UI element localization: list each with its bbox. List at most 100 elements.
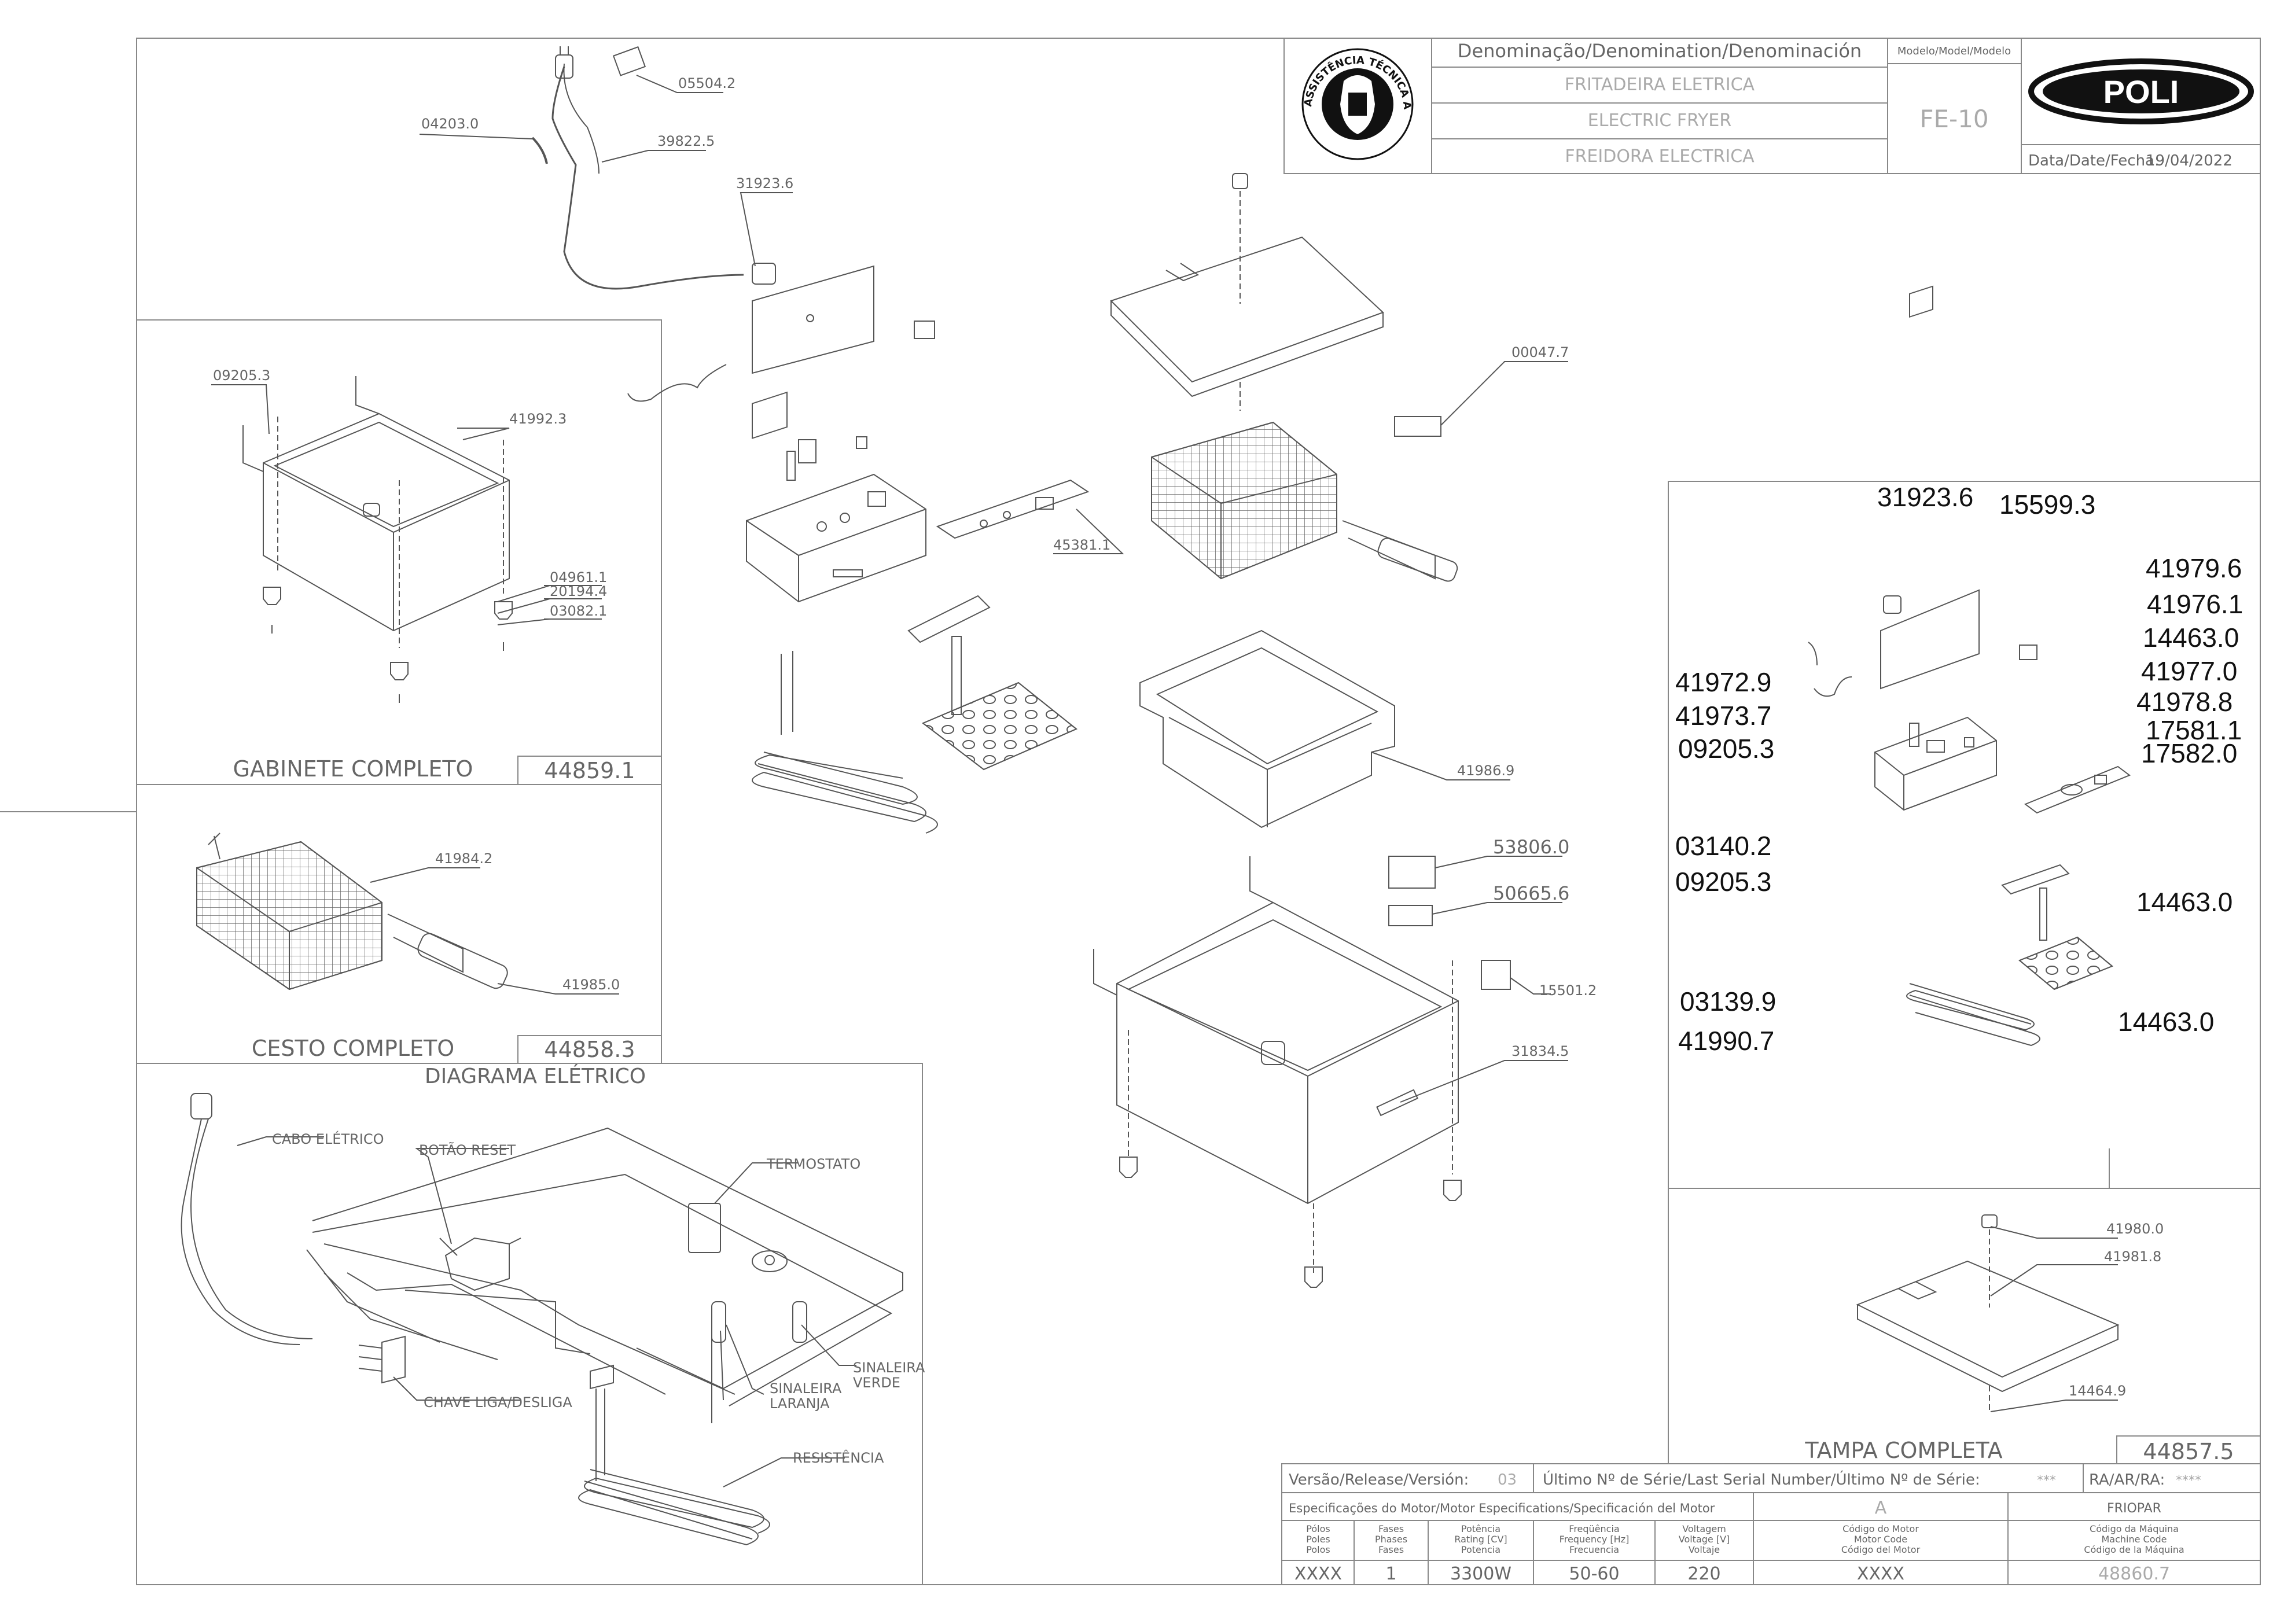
part-50665-6: 50665.6 [1493,882,1569,904]
component-31923-6: 31923.6 [1877,482,1973,512]
part-41981-8: 41981.8 [2104,1249,2161,1265]
component-41976-1: 41976.1 [2147,589,2243,619]
spec-value: XXXX [1857,1564,1904,1584]
date-label: Data/Date/Fecha: [2028,152,2160,170]
part-41992-3: 41992.3 [509,411,567,427]
component-41979-6: 41979.6 [2146,553,2242,583]
label-green-2: VERDE [853,1375,900,1391]
spec-value: 50-60 [1569,1564,1619,1584]
lid-section: 41980.0 41981.8 14464.9 TAMPA COMPLETA 4… [1804,1214,2234,1464]
spec-header: Motor Code [1854,1534,1907,1545]
ra-label: RA/AR/RA: [2089,1471,2165,1489]
denomination-header: Denominação/Denomination/Denominación [1458,40,1862,62]
model-header: Modelo/Model/Modelo [1897,45,2011,57]
spec-header: Poles [1306,1534,1330,1545]
brand-name: POLI [2103,73,2179,110]
component-14463-0-b: 14463.0 [2136,887,2233,917]
part-41980-0: 41980.0 [2106,1221,2164,1237]
part-20194-4: 20194.4 [550,583,607,599]
footer-block: Versão/Release/Versión: 03 Último Nº de … [1289,1470,2201,1584]
serial-label: Último Nº de Série/Last Serial Number/Úl… [1543,1470,1980,1489]
part-41985-0: 41985.0 [562,977,620,993]
basket-title: CESTO COMPLETO [252,1036,454,1061]
sheet-frame [0,38,2261,1585]
component-15599-3: 15599.3 [1999,489,2095,520]
main-exploded-view [531,46,1511,1288]
spec-header: Código del Motor [1841,1544,1921,1555]
label-orange-1: SINALEIRA [770,1380,842,1397]
label-reset: BOTÃO RESET [419,1141,516,1158]
main-part-numbers: 05504.2 04203.0 39822.5 31923.6 00047.7 … [421,75,1597,1059]
cabinet-section: 09205.3 41992.3 04961.1 20194.4 03082.1 … [211,367,635,783]
lid-title: TAMPA COMPLETA [1804,1438,2002,1463]
seal-text: ASSISTÊNCIA TÉCNICA AUTORIZADA [0,0,1413,110]
spec-header: Código do Motor [1842,1523,1919,1534]
spec-header: Fases [1378,1523,1404,1534]
part-05504-2: 05504.2 [678,75,735,91]
part-14464-9: 14464.9 [2069,1383,2126,1399]
spec-header: Phases [1375,1534,1407,1545]
label-cable: CABO ELÉTRICO [272,1130,384,1147]
part-31923-6: 31923.6 [736,175,793,192]
spec-value: 220 [1687,1564,1720,1584]
component-09205-3-b: 09205.3 [1675,867,1771,897]
component-41973-7: 41973.7 [1675,701,1771,731]
spec-header: Polos [1306,1544,1330,1555]
spec-value: XXXX [1294,1564,1342,1584]
spec-header: Freqüência [1569,1523,1619,1534]
label-switch: CHAVE LIGA/DESLIGA [424,1394,572,1411]
spec-header: Rating [CV] [1454,1534,1507,1545]
label-orange-2: LARANJA [770,1395,830,1412]
part-03082-1: 03082.1 [550,603,607,619]
label-resistance: RESISTÊNCIA [793,1449,884,1466]
release-value: 03 [1498,1471,1517,1489]
spec-header: Frequency [Hz] [1560,1534,1630,1545]
component-41990-7: 41990.7 [1678,1026,1774,1056]
motor-letter: A [1875,1498,1887,1518]
part-04203-0: 04203.0 [421,116,479,132]
spec-value: 1 [1385,1564,1396,1584]
name-es: FREIDORA ELECTRICA [1565,146,1755,167]
spec-header: Potência [1461,1523,1500,1534]
part-04961-1: 04961.1 [550,569,607,585]
component-41977-0: 41977.0 [2141,656,2237,686]
spec-header: Voltagem [1682,1523,1726,1534]
release-label: Versão/Release/Versión: [1289,1471,1469,1489]
component-03139-9: 03139.9 [1680,986,1776,1017]
spec-value: 3300W [1450,1564,1511,1584]
main-leader-lines [419,75,1568,1103]
part-09205-3: 09205.3 [213,367,270,384]
lid-code: 44857.5 [2143,1439,2234,1464]
part-53806-0: 53806.0 [1493,836,1569,858]
name-en: ELECTRIC FRYER [1588,111,1731,131]
component-14463-0-a: 14463.0 [2143,623,2239,653]
name-pt: FRITADEIRA ELETRICA [1565,75,1755,95]
component-17582-0: 17582.0 [2141,738,2237,768]
label-thermostat: TERMOSTATO [766,1156,860,1172]
spec-header: Fases [1378,1544,1404,1555]
component-17581-1: 17581.1 [2146,715,2242,745]
date-value: 19/04/2022 [2146,152,2233,170]
part-15501-2: 15501.2 [1539,982,1597,999]
ra-value: **** [2176,1474,2201,1488]
component-41978-8: 41978.8 [2136,687,2233,717]
basket-section: 41984.2 41985.0 CESTO COMPLETO 44858.3 [196,833,635,1062]
component-09205-3-a: 09205.3 [1678,734,1774,764]
wiring-title: DIAGRAMA ELÉTRICO [425,1064,646,1088]
wiring-diagram: DIAGRAMA ELÉTRICO [181,1064,925,1546]
basket-code: 44858.3 [544,1037,635,1062]
serial-value: *** [2037,1474,2056,1488]
component-14463-0-c: 14463.0 [2118,1007,2214,1037]
part-39822-5: 39822.5 [657,133,715,149]
spec-header: Frecuencia [1569,1544,1619,1555]
supplier: FRIOPAR [2107,1501,2161,1516]
spec-value: 48860.7 [2098,1564,2170,1584]
spec-header: Voltage [V] [1679,1534,1730,1545]
spec-header: Potencia [1461,1544,1500,1555]
components-section: 31923.6 15599.3 41979.6 41976.1 14463.0 … [1675,285,2243,1056]
motor-spec-columns: PólosPolesPolosXXXXFasesPhasesFases1Potê… [1294,1523,2184,1584]
svg-text:ASSISTÊNCIA TÉCNICA AUTORIZADA: ASSISTÊNCIA TÉCNICA AUTORIZADA [0,0,1413,110]
motor-spec-label: Especificações do Motor/Motor Especifica… [1289,1501,1715,1515]
part-41986-9: 41986.9 [1457,763,1514,779]
